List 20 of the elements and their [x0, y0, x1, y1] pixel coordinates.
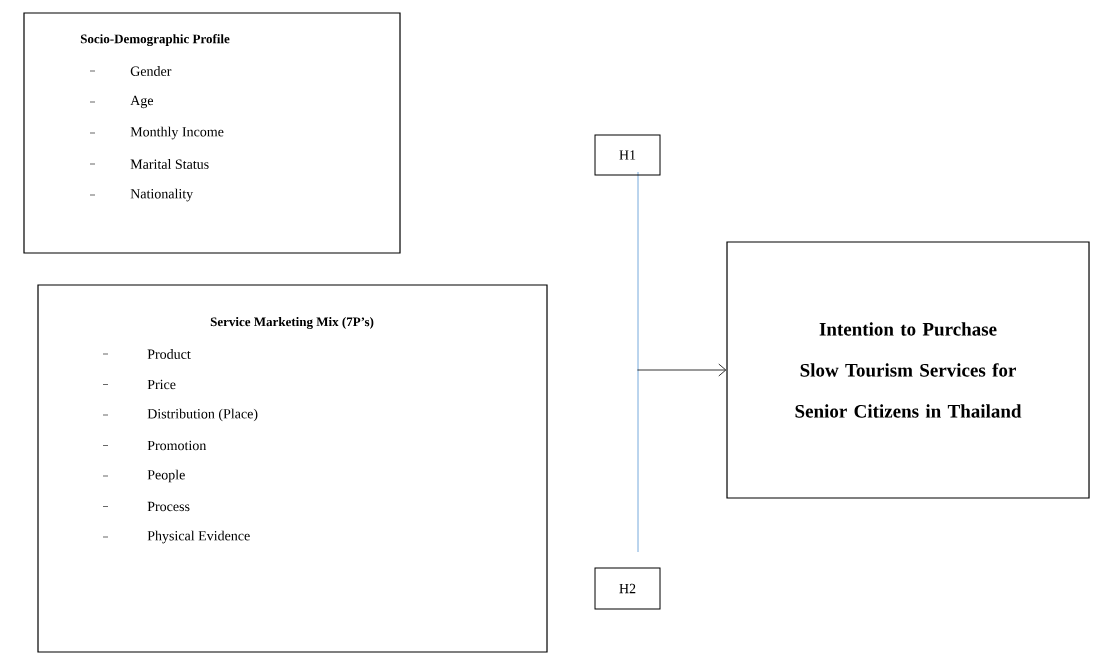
box-heading: Socio-Demographic Profile	[80, 34, 230, 46]
list-item: Promotion	[147, 440, 207, 451]
list-item: Process	[147, 501, 190, 512]
list-item: Physical Evidence	[147, 530, 250, 544]
list-item: Marital Status	[130, 159, 209, 169]
list-item: Age	[130, 95, 154, 109]
box-heading: Service Marketing Mix (7P’s)	[210, 317, 374, 329]
list-item: Distribution (Place)	[147, 408, 258, 422]
factor-box	[37, 284, 548, 653]
hypothesis-box: H2	[594, 567, 661, 610]
hypothesis-box: H1	[594, 134, 661, 176]
list-item: Monthly Income	[130, 126, 224, 140]
arrow	[637, 363, 727, 377]
list-item: Nationality	[130, 188, 194, 202]
factor-box	[23, 12, 401, 254]
list-item: Price	[147, 379, 176, 390]
list-item: Gender	[130, 66, 172, 76]
list-item: Product	[147, 349, 191, 359]
outcome-box: Intention to Purchase Slow Tourism Services for Senior Citizens in Thailand	[726, 241, 1090, 499]
list-item: People	[147, 469, 185, 483]
